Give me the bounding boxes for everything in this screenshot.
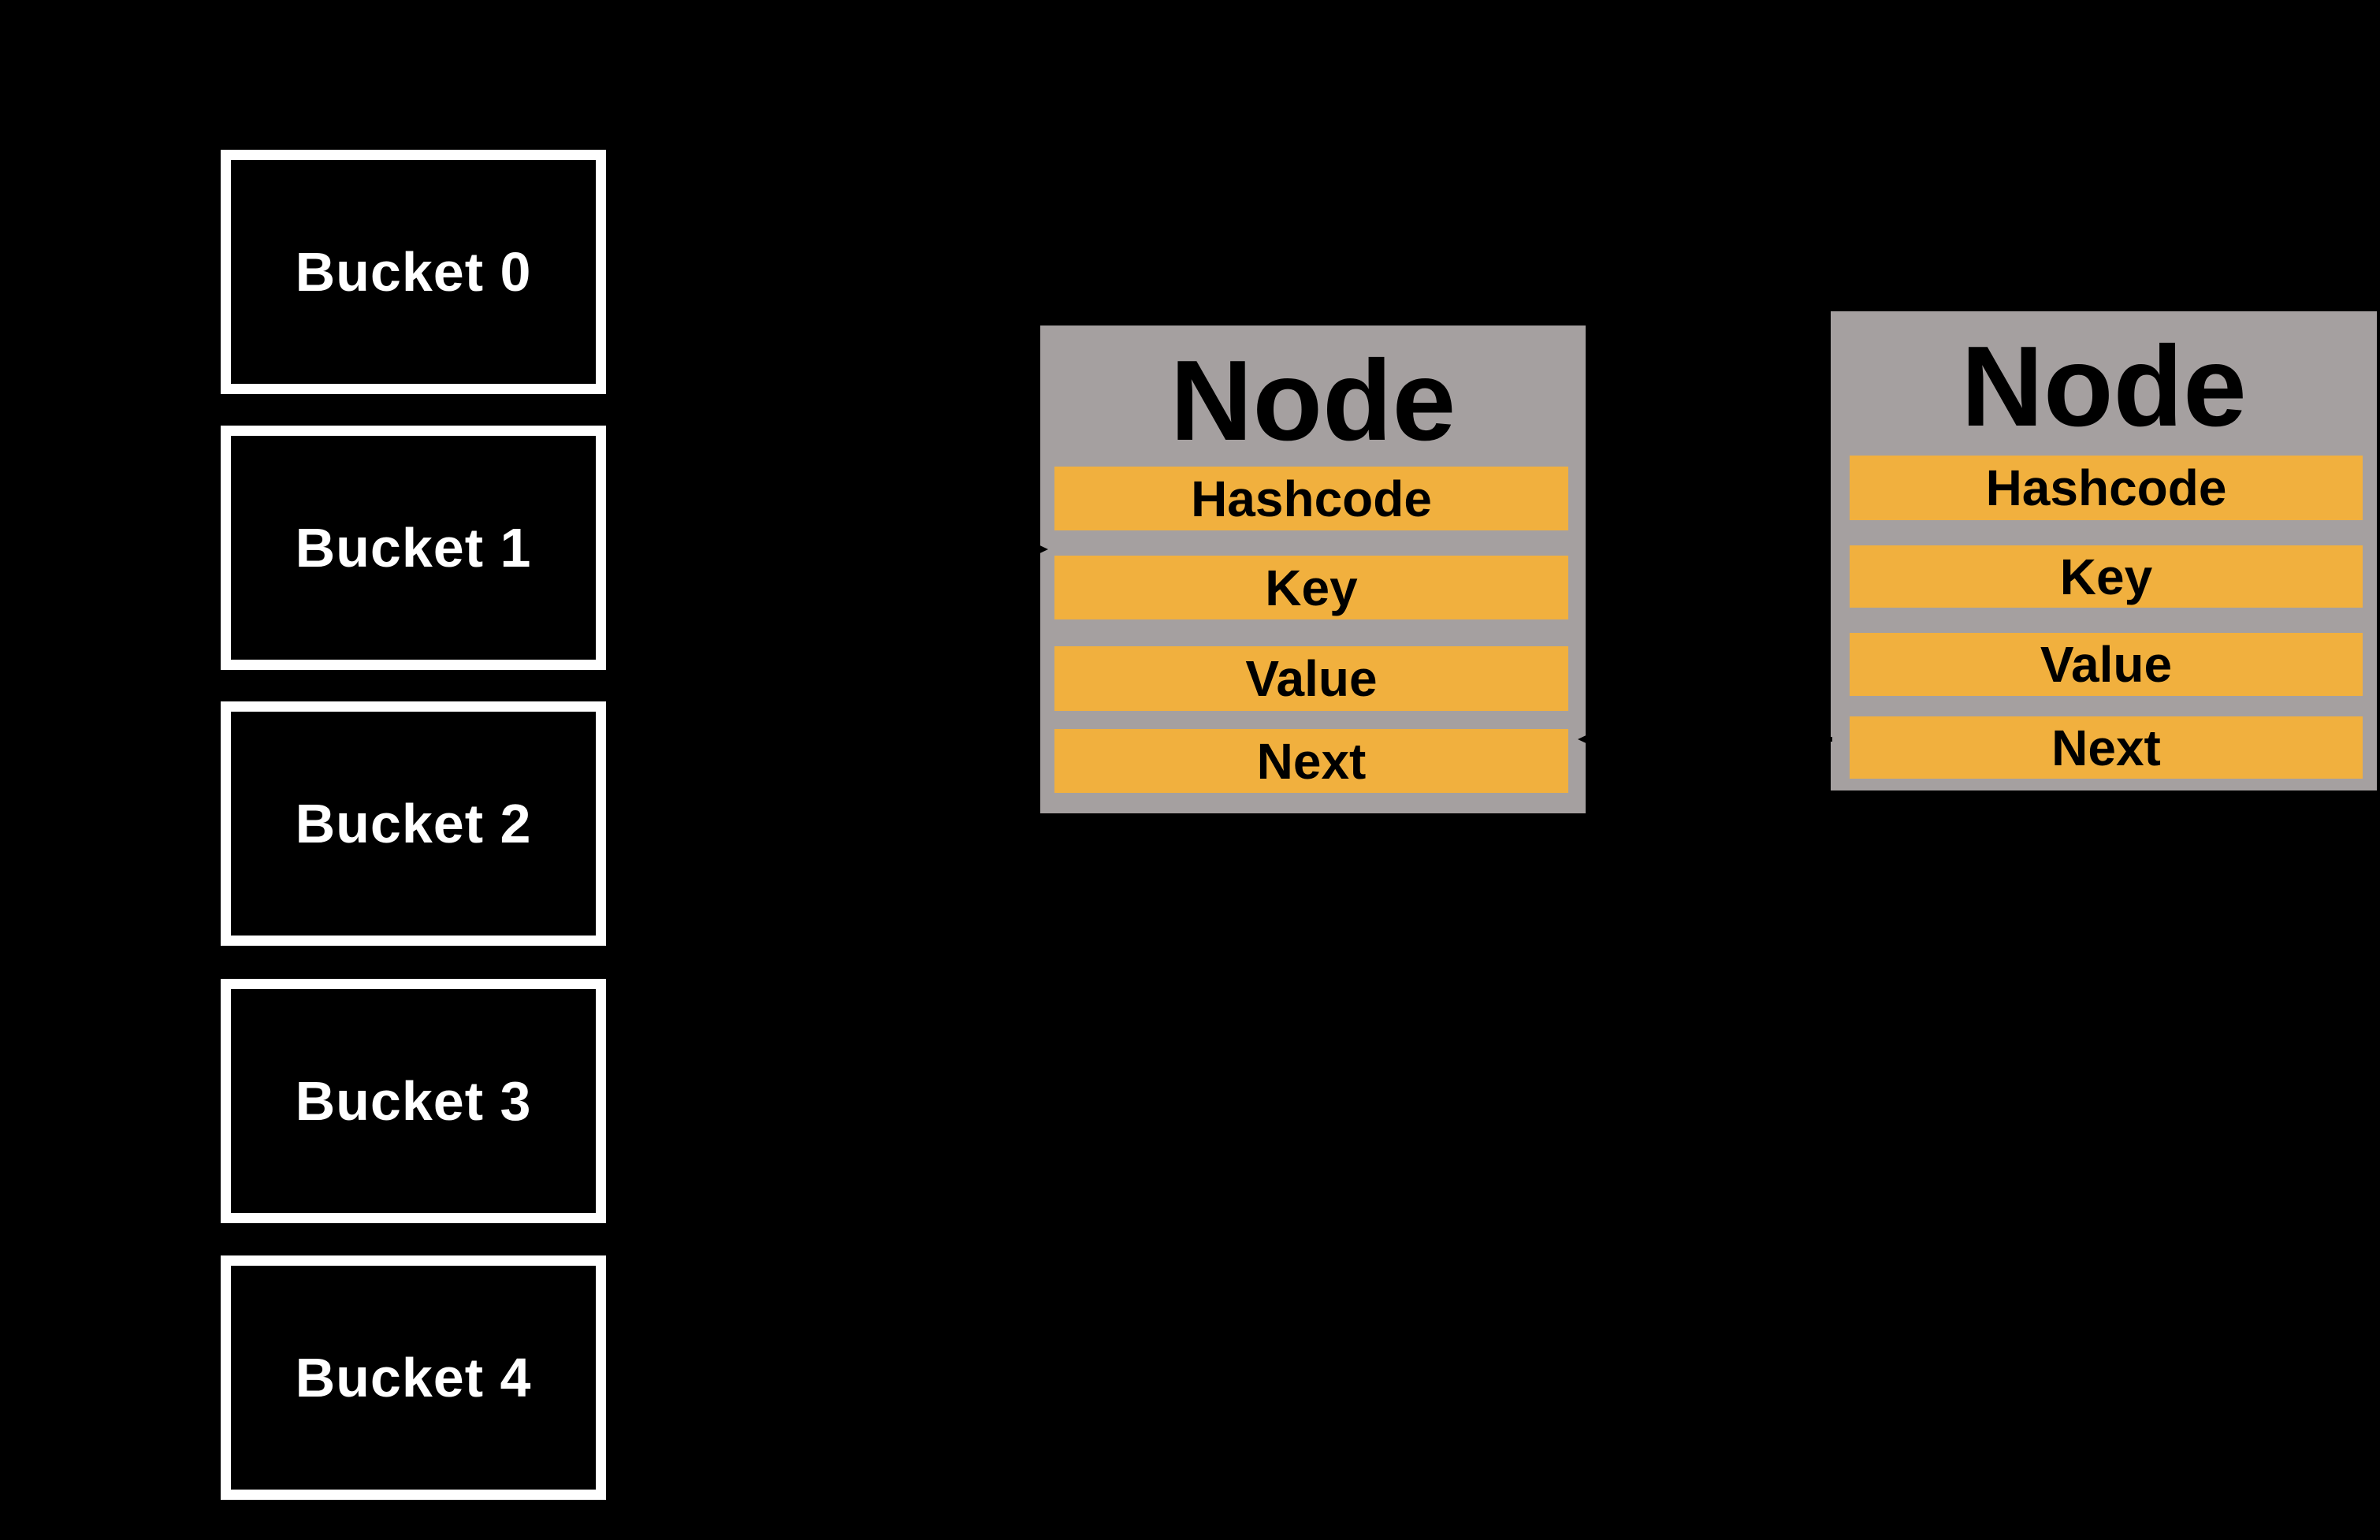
arrow-node2-side-to-node1-next: [1578, 725, 1832, 753]
node-title: Node: [1961, 322, 2247, 450]
node-row-label: Hashcode: [1191, 470, 1432, 527]
bucket-box-1: Bucket 1: [221, 426, 606, 670]
node-row-hashcode: Hashcode: [1850, 456, 2363, 520]
node-row-next: Next: [1054, 729, 1568, 793]
node-row-hashcode: Hashcode: [1054, 467, 1568, 530]
node-row-label: Next: [1256, 732, 1367, 790]
bucket-box-3: Bucket 3: [221, 979, 606, 1223]
node-row-label: Value: [2040, 636, 2173, 693]
arrow-bucket1-to-node1: [611, 535, 1048, 564]
node-row-next: Next: [1850, 716, 2363, 779]
node-row-label: Key: [2059, 548, 2153, 605]
node-row-key: Key: [1054, 556, 1568, 619]
node-1: Node Hashcode Key Value Next: [1040, 325, 1586, 813]
node-title: Node: [1170, 336, 1456, 464]
node-row-label: Next: [2051, 719, 2161, 776]
node-2: Node Hashcode Key Value Next: [1831, 311, 2377, 790]
bucket-box-2: Bucket 2: [221, 701, 606, 946]
node-row-label: Key: [1265, 559, 1358, 616]
node-row-label: Value: [1245, 650, 1378, 707]
bucket-box-0: Bucket 0: [221, 150, 606, 394]
bucket-label: Bucket 0: [295, 241, 532, 303]
node-row-label: Hashcode: [1985, 459, 2227, 516]
bucket-label: Bucket 2: [295, 793, 532, 854]
node-row-key: Key: [1850, 545, 2363, 608]
node-row-value: Value: [1054, 646, 1568, 711]
node-row-value: Value: [1850, 633, 2363, 696]
bucket-label: Bucket 1: [295, 517, 532, 578]
bucket-label: Bucket 3: [295, 1070, 532, 1132]
bucket-box-4: Bucket 4: [221, 1255, 606, 1500]
bucket-label: Bucket 4: [295, 1347, 532, 1408]
